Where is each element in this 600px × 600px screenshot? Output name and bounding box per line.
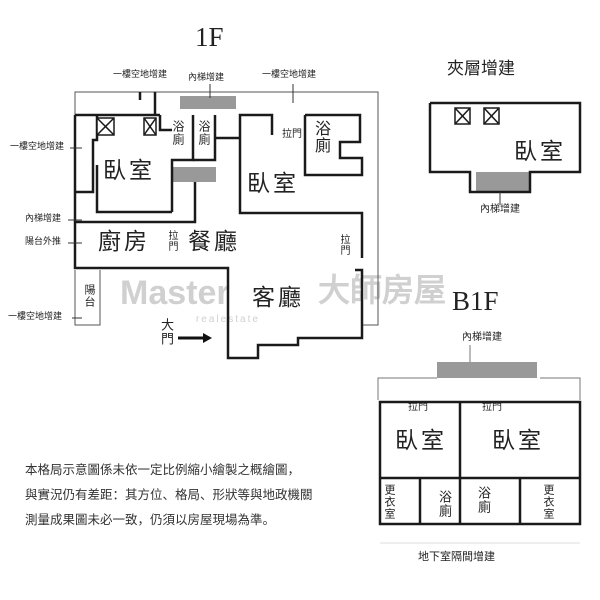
room-bedroom-left: 臥室 (103, 158, 155, 184)
label-main-door: 大門 (158, 318, 173, 346)
watermark-logo-en: Master (120, 274, 230, 312)
mezzanine-title: 夾層增建 (447, 59, 515, 79)
label-open-space-bottom-left: 一樓空地增建 (8, 312, 63, 322)
1f-walls (73, 92, 364, 360)
label-sliding-door-3: 拉門 (338, 234, 349, 256)
b1f-room-closet-left: 更衣室 (383, 484, 396, 520)
mezz-stairs (476, 172, 530, 192)
room-bath-1: 浴廁 (171, 120, 185, 146)
b1f-room-bath-left: 浴廁 (436, 490, 451, 518)
room-kitchen: 廚房 (98, 229, 150, 255)
room-bath-right: 浴廁 (312, 120, 331, 154)
mezz-room-bedroom: 臥室 (514, 139, 566, 165)
label-balcony-extended: 陽台外推 (25, 237, 62, 247)
1f-windows (96, 117, 157, 136)
disclaimer-line: 本格局示意圖係未依一定比例縮小繪製之概繪圖， (25, 462, 301, 477)
b1f-room-closet-right: 更衣室 (542, 484, 555, 520)
disclaimer: 本格局示意圖係未依一定比例縮小繪製之概繪圖， 與實況仍有差距：其方位、格局、形狀… (25, 457, 313, 532)
b1f-site-boundary (377, 345, 581, 400)
main-door-arrow-icon (178, 333, 212, 343)
mezz-label-stairs: 內梯增建 (480, 204, 520, 215)
room-bath-2: 浴廁 (197, 120, 211, 146)
disclaimer-line: 與實況仍有差距：其方位、格局、形狀等與地政機關 (25, 487, 313, 502)
b1f-label-sliding-door-left: 拉門 (408, 402, 428, 413)
1f-site-boundary (74, 91, 379, 326)
1f-leader-lines (68, 84, 294, 319)
b1f-label-stairs: 內梯增建 (462, 332, 502, 343)
1f-stairs-mid (173, 167, 216, 182)
label-stairs-top: 內梯增建 (188, 73, 225, 83)
label-sliding-door-2: 拉門 (166, 230, 177, 252)
b1f-title: B1F (452, 286, 499, 316)
mezz-windows (454, 107, 500, 125)
disclaimer-line: 測量成果圖未必一致，仍須以房屋現場為準。 (25, 512, 276, 527)
room-bedroom-right: 臥室 (247, 171, 299, 197)
1f-stairs-top (180, 96, 236, 109)
watermark-logo-zh: 大師房屋 (318, 272, 447, 308)
room-dining: 餐廳 (188, 229, 240, 255)
mezzanine-walls (428, 101, 582, 194)
room-living: 客廳 (252, 285, 304, 311)
label-open-space-top-left: 一樓空地增建 (113, 70, 168, 80)
b1f-room-bedroom-left: 臥室 (395, 428, 447, 454)
label-open-space-top-right: 一樓空地增建 (262, 70, 317, 80)
b1f-room-bedroom-right: 臥室 (492, 428, 544, 454)
room-balcony: 陽台 (83, 284, 96, 308)
label-sliding-door-1: 拉門 (282, 129, 302, 140)
b1f-room-bath-right: 浴廁 (475, 486, 490, 514)
b1f-walls (378, 400, 582, 526)
1f-title: 1F (195, 22, 224, 52)
label-stairs-left: 內梯增建 (25, 214, 62, 224)
b1f-caption: 地下室隔間增建 (418, 550, 495, 563)
b1f-label-sliding-door-right: 拉門 (482, 402, 502, 413)
label-open-space-left: 一樓空地增建 (10, 142, 65, 152)
b1f-stairs (437, 362, 537, 378)
